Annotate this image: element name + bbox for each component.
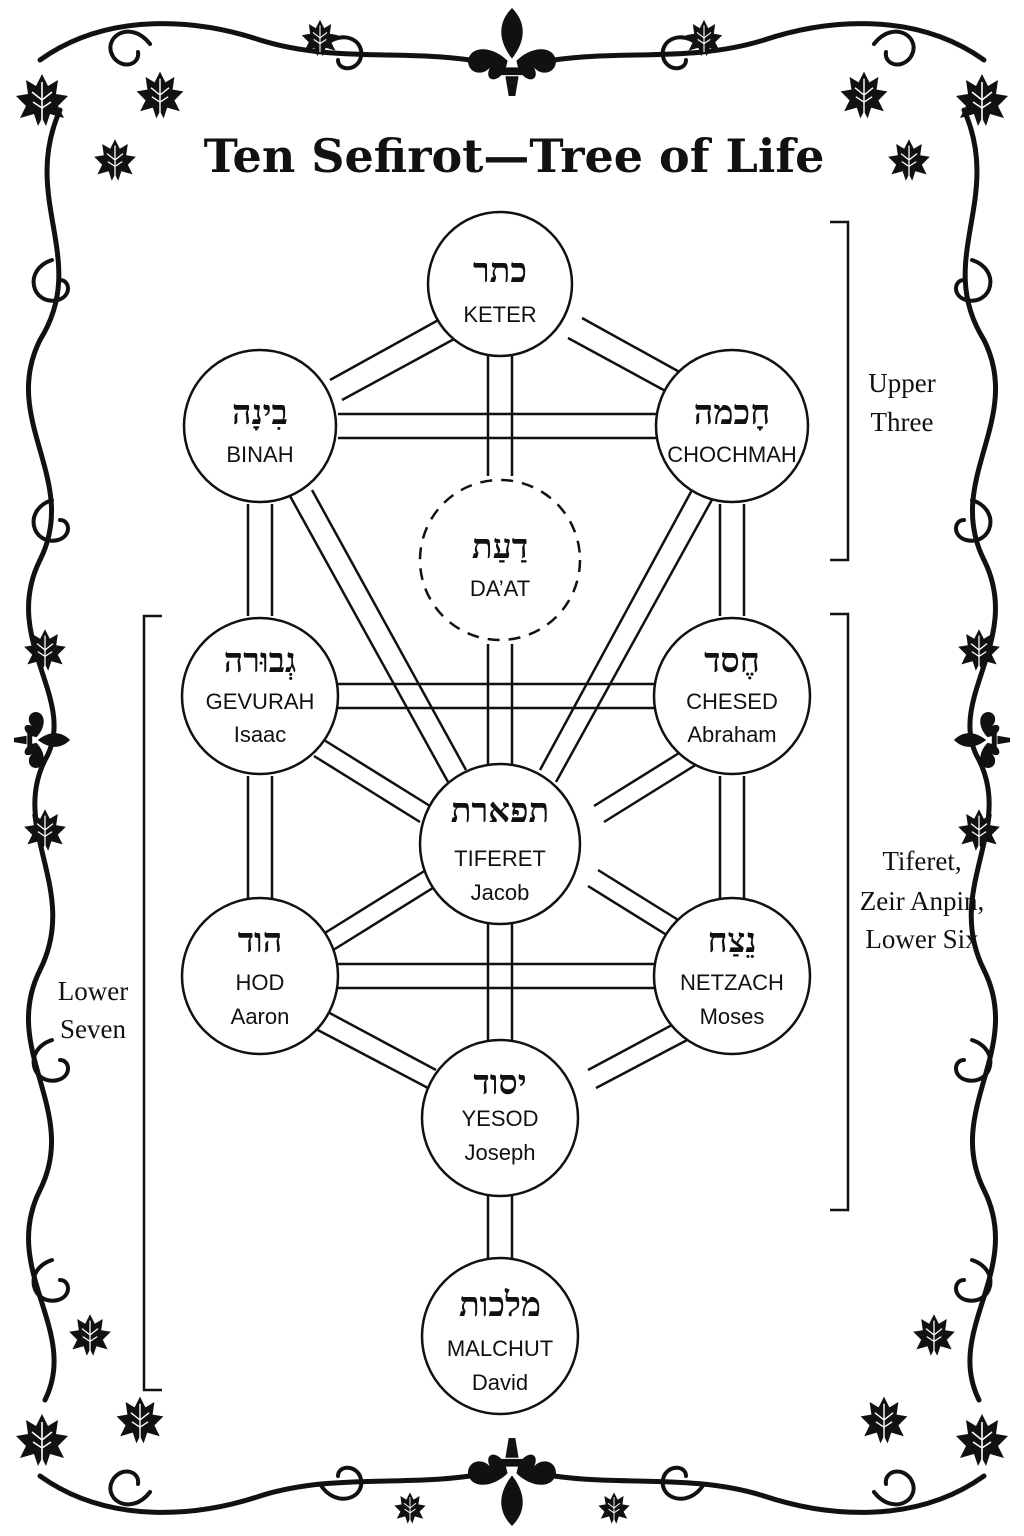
bracket-lower-seven — [142, 614, 162, 1392]
label-lower-six-line2: Zeir Anpin, — [860, 886, 984, 916]
sefira-circle — [180, 616, 340, 776]
sefira-name: CHOCHMAH — [667, 442, 797, 467]
sefira-hebrew: יסוד — [473, 1063, 526, 1103]
sefira-figure: Jacob — [471, 880, 530, 905]
sefira-circle — [420, 1038, 580, 1198]
fleur-de-lis-bottom-icon — [468, 1438, 556, 1526]
sefira-hebrew: תפארת — [451, 791, 550, 831]
fleur-de-lis-left-icon — [14, 712, 70, 768]
sefira-yesod: יסוד YESOD Joseph — [420, 1038, 580, 1198]
sefira-circle — [654, 348, 810, 504]
sefira-hebrew: חֶסד — [704, 641, 760, 681]
fleur-de-lis-top-icon — [468, 7, 556, 96]
sefira-name: HOD — [236, 970, 285, 995]
sefira-binah: בִינָה BINAH — [182, 348, 338, 504]
sefira-chochmah: חָכמה CHOCHMAH — [654, 348, 810, 504]
sefira-circle — [418, 762, 582, 926]
sefira-name: KETER — [463, 302, 536, 327]
ornamental-border — [26, 21, 998, 1515]
sefira-hebrew: הוד — [238, 921, 283, 961]
label-lower-seven-line1: Lower — [58, 976, 128, 1006]
sefira-name: NETZACH — [680, 970, 784, 995]
sefira-hebrew: בִינָה — [232, 393, 288, 433]
sefira-name: BINAH — [226, 442, 293, 467]
label-lower-seven-line2: Seven — [60, 1014, 126, 1044]
sefira-hebrew: דַעַת — [472, 527, 528, 567]
sefira-figure: Abraham — [687, 722, 776, 747]
sefira-keter: כתר KETER — [426, 210, 574, 358]
sefira-circle — [180, 896, 340, 1056]
sefira-circle — [426, 210, 574, 358]
label-upper-three-line2: Three — [871, 407, 934, 437]
sefira-hebrew: מלכות — [459, 1285, 541, 1325]
sefira-name: DA’AT — [470, 576, 530, 601]
sefira-tiferet: תפארת TIFERET Jacob — [418, 762, 582, 926]
sefira-daat: דַעַת DA’AT — [418, 478, 582, 642]
diagram-title: Ten Sefirot—Tree of Life — [204, 129, 825, 183]
sefira-hod: הוד HOD Aaron — [180, 896, 340, 1056]
sefira-circle — [652, 896, 812, 1056]
sefira-circle — [652, 616, 812, 776]
sefira-figure: Isaac — [234, 722, 287, 747]
sefira-circle — [420, 1256, 580, 1416]
fleur-de-lis-right-icon — [954, 712, 1010, 768]
sefira-name: GEVURAH — [206, 689, 315, 714]
sefira-malchut: מלכות MALCHUT David — [420, 1256, 580, 1416]
bracket-upper-three — [830, 220, 850, 562]
sefira-figure: Joseph — [465, 1140, 536, 1165]
sefira-hebrew: נֵצַח — [708, 921, 757, 961]
bracket-lower-six — [830, 612, 850, 1212]
label-lower-six-line1: Tiferet, — [882, 846, 961, 876]
sefira-hebrew: כתר — [473, 251, 527, 291]
label-lower-six-line3: Lower Six — [865, 924, 979, 954]
sefira-netzach: נֵצַח NETZACH Moses — [652, 896, 812, 1056]
sefira-name: YESOD — [461, 1106, 538, 1131]
sefira-circle-dashed — [418, 478, 582, 642]
sefira-name: CHESED — [686, 689, 778, 714]
sefira-chesed: חֶסד CHESED Abraham — [652, 616, 812, 776]
sefira-hebrew: גְבוּרה — [224, 641, 297, 681]
sefira-circle — [182, 348, 338, 504]
sefira-figure: David — [472, 1370, 528, 1395]
sefira-hebrew: חָכמה — [694, 393, 770, 433]
sefira-name: TIFERET — [454, 846, 546, 871]
label-upper-three-line1: Upper — [868, 368, 935, 398]
sefira-name: MALCHUT — [447, 1336, 553, 1361]
sefira-figure: Aaron — [231, 1004, 290, 1029]
sefira-figure: Moses — [700, 1004, 765, 1029]
sefira-gevurah: גְבוּרה GEVURAH Isaac — [180, 616, 340, 776]
